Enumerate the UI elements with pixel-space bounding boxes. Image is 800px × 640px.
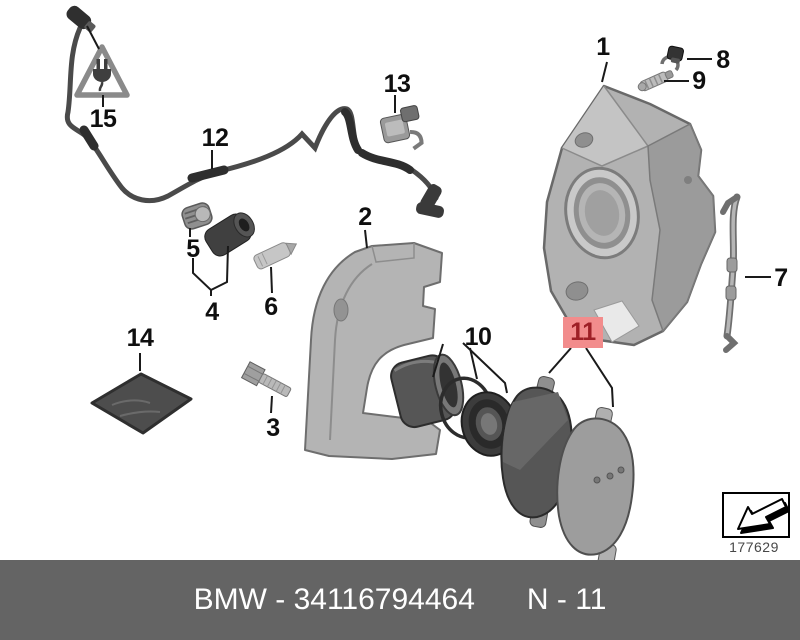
part-14-grease-packet <box>90 372 193 435</box>
callout-9[interactable]: 9 <box>692 67 706 95</box>
callout-12[interactable]: 12 <box>201 124 229 152</box>
part-1-brake-caliper <box>542 84 717 347</box>
callout-4[interactable]: 4 <box>205 298 219 326</box>
part-11-brake-pads <box>500 375 635 560</box>
part-7-anti-rattle-spring <box>720 193 741 353</box>
diagram-canvas: 1 2 3 4 5 6 7 8 9 10 11 12 13 14 15 1776… <box>64 5 790 560</box>
part-15-warning-triangle <box>74 44 130 98</box>
part-13-sensor-clip <box>379 105 424 151</box>
drawing-number: 177629 <box>729 539 779 555</box>
callout-11-highlighted[interactable]: 11 <box>563 317 603 348</box>
leader-lines <box>86 25 771 414</box>
callout-2[interactable]: 2 <box>358 203 372 231</box>
callout-15[interactable]: 15 <box>89 105 117 133</box>
part-4-guide-bushing <box>204 212 255 257</box>
electrical-plug-icon <box>93 59 111 82</box>
part-3-bolt <box>240 361 292 397</box>
footer-bar: BMW - 34116794464 N - 11 <box>0 560 800 640</box>
part-8-dust-cap <box>660 45 685 72</box>
drive-direction-box <box>722 492 790 538</box>
sensor-head <box>66 5 96 33</box>
footer-page-ref: N - 11 <box>526 583 607 616</box>
part-6-guide-pin <box>253 242 298 270</box>
part-9-bleeder-valve <box>637 70 674 92</box>
footer-part-number: BMW - 34116794464 <box>193 583 475 616</box>
callout-13[interactable]: 13 <box>383 70 411 98</box>
callout-14[interactable]: 14 <box>126 324 154 352</box>
callout-7[interactable]: 7 <box>774 264 788 292</box>
callout-10[interactable]: 10 <box>464 323 492 351</box>
callout-1[interactable]: 1 <box>596 33 610 61</box>
part-2-carrier-bracket <box>304 242 443 460</box>
exploded-view-drawing <box>64 5 771 560</box>
callout-6[interactable]: 6 <box>264 293 278 321</box>
callout-8[interactable]: 8 <box>716 46 730 74</box>
callout-3[interactable]: 3 <box>266 414 280 442</box>
callout-5[interactable]: 5 <box>186 235 200 263</box>
part-12-wear-sensor-cable <box>64 5 445 218</box>
drive-direction-arrow-icon <box>737 498 788 534</box>
part-5-protection-cap <box>181 202 213 230</box>
